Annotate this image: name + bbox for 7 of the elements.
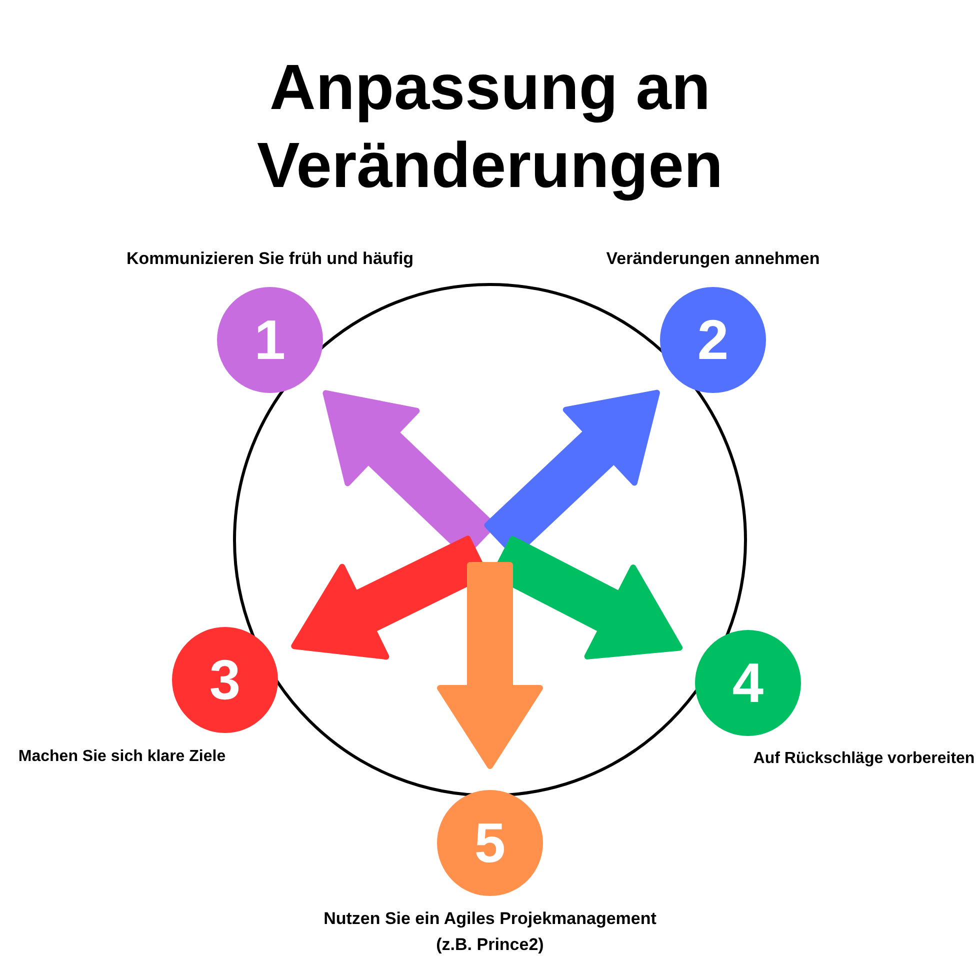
- step-label: Veränderungen annehmen: [605, 248, 821, 270]
- step-label: Kommunizieren Sie früh und häufig: [125, 248, 415, 270]
- step-label: Nutzen Sie ein Agiles Projekmanagement (z.B. Prince2): [322, 908, 658, 956]
- step-label: Auf Rückschläge vorbereiten: [752, 749, 976, 769]
- arrow: [437, 562, 543, 769]
- step-label: Machen Sie sich klare Ziele: [17, 747, 227, 767]
- title: Anpassung an Veränderungen: [256, 50, 724, 203]
